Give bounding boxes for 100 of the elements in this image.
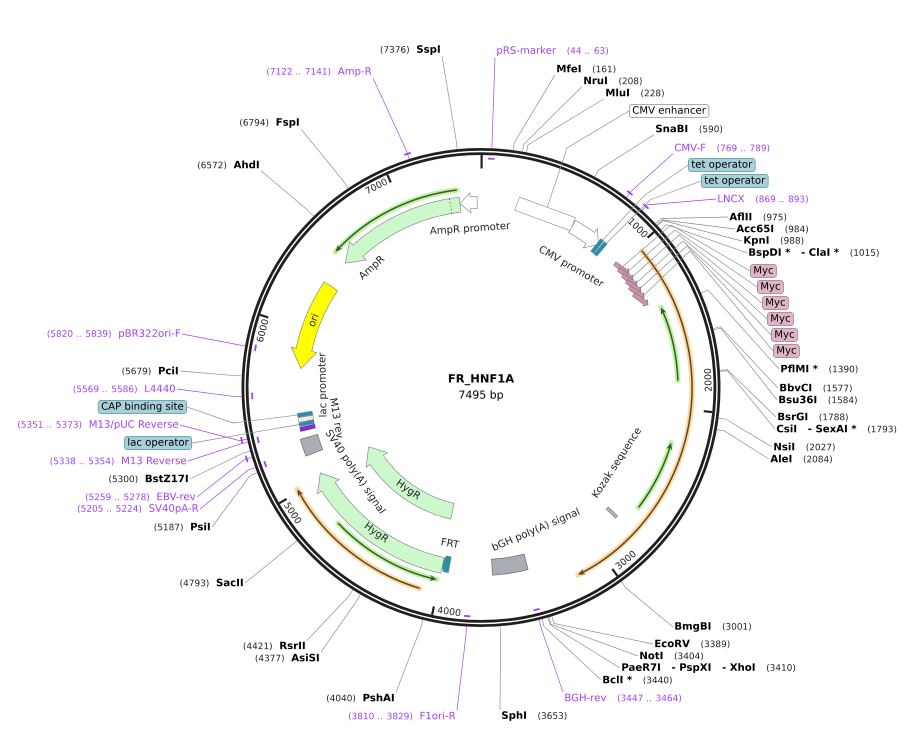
leader-line <box>548 617 620 668</box>
primer-label: (3810 .. 3829) F1ori-R <box>348 712 456 720</box>
leader-line <box>655 216 728 224</box>
leader-line <box>372 78 410 160</box>
leader-line <box>196 456 252 498</box>
leader-line <box>320 594 361 653</box>
leader-line <box>442 56 458 150</box>
leader-line <box>176 388 242 397</box>
restriction-site-label: BspDI * - ClaI * (1015) <box>749 248 879 258</box>
primer-label: (5205 .. 5224) SV40pA-R <box>78 504 198 514</box>
leader-line <box>720 370 776 430</box>
leader-line <box>657 220 742 242</box>
restriction-site-label: AleI (2084) <box>770 454 832 464</box>
operator-bar <box>298 420 315 427</box>
leader-line <box>500 626 501 710</box>
restriction-site-label: (6572) AhdI <box>198 160 259 170</box>
feature-tag: Myc <box>767 312 794 326</box>
leader-line <box>512 74 556 151</box>
leader-line <box>602 164 688 240</box>
leader-line <box>626 230 758 288</box>
restriction-site-label: SphI (3653) <box>502 711 566 721</box>
leader-line <box>718 418 772 448</box>
primer-label: (5259 .. 5278) EBV-rev <box>86 492 196 502</box>
feature-tag: CAP binding site <box>98 400 187 414</box>
leader-line <box>456 626 467 711</box>
leader-line <box>712 326 778 388</box>
feature-tag: Myc <box>771 328 798 342</box>
restriction-site-label: BclI * (3440) <box>603 676 672 684</box>
enhancer-segment <box>514 196 576 232</box>
restriction-site-label: EcoRV (3389) <box>655 640 730 648</box>
restriction-site-label: SnaBI (590) <box>656 124 722 134</box>
leader-line <box>700 290 780 370</box>
leader-line <box>720 369 776 418</box>
restriction-site-label: KpnI (988) <box>744 236 804 246</box>
restriction-site-label: BmgBI (3001) <box>675 622 751 632</box>
leader-line <box>594 134 654 178</box>
restriction-site-label: (5187) PsiI <box>154 522 210 532</box>
leader-line <box>180 370 242 376</box>
binding-site-bar <box>297 410 313 418</box>
primer-label: CMV-F (769 .. 789) <box>674 144 770 152</box>
leader-line <box>656 220 736 230</box>
leader-line <box>396 620 424 693</box>
feature-label: AmpR promoter <box>430 222 510 236</box>
feature-tag: CMV enhancer <box>629 104 710 118</box>
tick-label: 4000 <box>438 606 460 616</box>
leader-line <box>542 618 602 680</box>
restriction-site-label: (4040) PshAI <box>326 694 394 702</box>
restriction-site-label: PflMI * (1390) <box>781 364 858 374</box>
feature-tag: Myc <box>762 296 789 310</box>
tick-label: 2000 <box>704 368 712 392</box>
leader-line <box>634 240 768 320</box>
leader-line <box>547 110 630 208</box>
restriction-site-label: BbvCI (1577) <box>780 384 852 392</box>
leader-line <box>713 328 778 400</box>
leader-line <box>182 334 246 346</box>
primer-label: (5338 .. 5354) M13 Reverse <box>50 456 186 466</box>
leader-line <box>538 620 564 693</box>
leader-line <box>526 98 604 153</box>
feature-tag: lac operator <box>124 436 192 450</box>
leader-line <box>186 406 298 424</box>
restriction-site-label: Bsu36I (1584) <box>779 396 857 404</box>
leader-line <box>630 234 762 304</box>
leader-line <box>642 198 716 211</box>
leader-line <box>300 128 349 189</box>
restriction-site-label: AflII (975) <box>729 212 786 222</box>
leader-line <box>244 540 298 584</box>
tick-label: 6000 <box>256 319 268 342</box>
restriction-site-label: (7376) SspI <box>380 45 440 55</box>
restriction-site-label: (4421) RsrII <box>244 642 305 650</box>
restriction-site-label: Acc65I (984) <box>736 224 808 234</box>
primer-label: BGH-rev (3447 .. 3464) <box>565 694 682 702</box>
feature-tag: Myc <box>750 264 777 278</box>
leader-line <box>716 429 770 460</box>
leader-line <box>306 589 354 641</box>
restriction-site-label: PaeR7I - PspXI - XhoI (3410) <box>622 663 796 673</box>
leader-line <box>552 616 654 644</box>
feature-tag: Myc <box>757 280 784 294</box>
leader-line <box>260 170 314 217</box>
leader-line <box>548 616 638 656</box>
restriction-site-label: (5300) BstZ17I <box>109 474 188 484</box>
restriction-site-label: MluI (228) <box>606 88 664 98</box>
leader-line <box>660 224 748 254</box>
leader-line <box>491 56 496 149</box>
leader-line <box>522 86 582 152</box>
leader-line <box>641 250 774 352</box>
restriction-site-label: (4793) SacII <box>180 578 243 588</box>
restriction-site-label: BsrGI (1788) <box>778 412 848 422</box>
restriction-site-label: (5679) PciI <box>122 366 178 376</box>
restriction-site-label: (6794) FspI <box>240 118 299 128</box>
restriction-site-label: NsiI (2027) <box>774 442 835 452</box>
primer-label: LNCX (869 .. 893) <box>718 194 808 204</box>
leader-line <box>606 180 702 244</box>
leader-line <box>200 467 256 510</box>
leader-line <box>190 450 250 480</box>
feature-tag: Myc <box>773 344 800 358</box>
primer-label: (5569 .. 5586) L4440 <box>74 384 175 394</box>
leader-line <box>180 424 248 442</box>
primer-label: (7122 .. 7141) Amp-R <box>267 67 372 77</box>
primer-label: (5351 .. 5373) M13/pUC Reverse <box>18 420 178 430</box>
primer-label: pRS-marker (44 .. 63) <box>497 46 608 56</box>
